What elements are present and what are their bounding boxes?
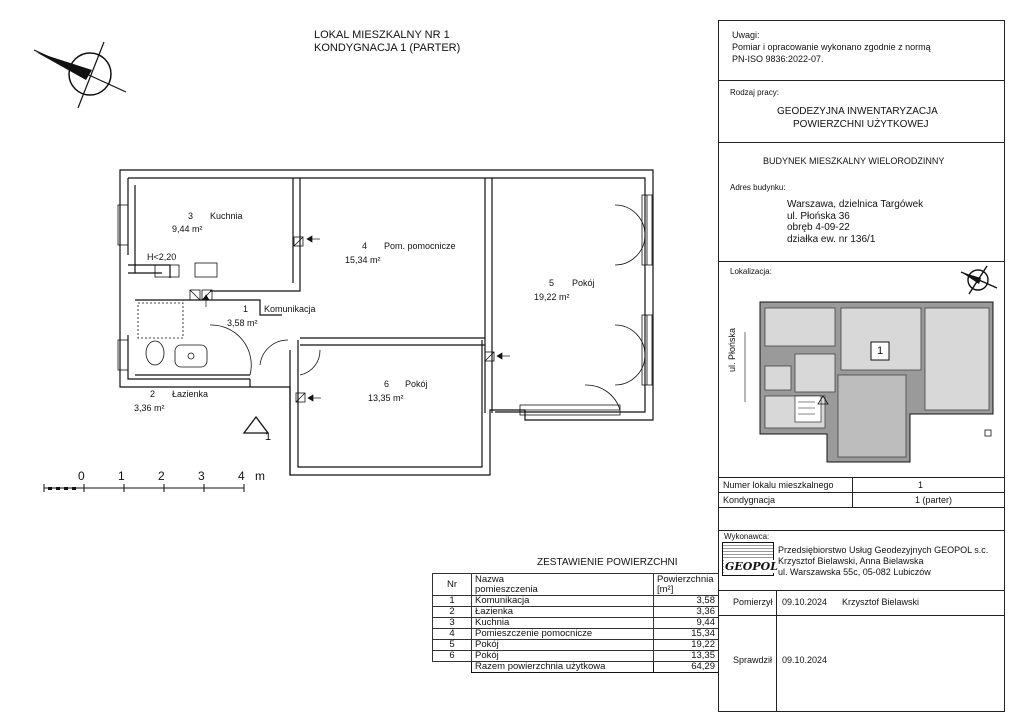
room-5-nr: 5	[549, 278, 555, 288]
room-1-nr: 1	[243, 304, 249, 314]
remarks-label: Uwagi:	[732, 30, 760, 40]
room-6-area: 13,35 m²	[368, 393, 404, 403]
room-2-name: Łazienka	[172, 389, 209, 399]
location-unit-number: 1	[877, 345, 884, 357]
scale-tick-2: 2	[158, 469, 165, 483]
street-label: ul. Płońska	[727, 327, 737, 372]
measured-by: Krzysztof Bielawski	[842, 597, 920, 607]
room-1-name: Komunikacja	[264, 304, 316, 314]
scale-tick-4: 4	[238, 469, 245, 483]
col-nr-header: Nr	[432, 573, 472, 596]
work-type-1: GEODEZYJNA INWENTARYZACJA	[777, 106, 938, 117]
location-plan	[744, 265, 998, 463]
address-label: Adres budynku:	[730, 183, 786, 192]
north-arrow-icon	[33, 41, 127, 109]
address-line-2: ul. Płońska 36	[787, 211, 850, 222]
room-1-area: 3,58 m²	[227, 318, 258, 328]
room-5-area: 19,22 m²	[534, 292, 570, 302]
plan-height-note: H<2,20	[147, 252, 177, 262]
checked-label: Sprawdził	[733, 655, 773, 665]
entrance-label: 1	[265, 431, 272, 443]
contractor-label: Wykonawca:	[724, 532, 770, 541]
scale-tick-0: 0	[78, 469, 85, 483]
scale-tick-3: 3	[198, 469, 205, 483]
checked-date: 09.10.2024	[782, 655, 828, 665]
scale-bar	[43, 484, 245, 492]
summary-title: ZESTAWIENIE POWIERZCHNI	[537, 557, 678, 568]
building-type: BUDYNEK MIESZKALNY WIELORODZINNY	[763, 156, 945, 166]
remarks-line-2: PN-ISO 9836:2022-07.	[732, 54, 824, 64]
room-5-name: Pokój	[572, 278, 595, 288]
titleblock	[718, 20, 1005, 712]
floor-plan	[117, 169, 654, 476]
address-line-1: Warszawa, dzielnica Targówek	[787, 199, 924, 210]
address-line-4: działka ew. nr 136/1	[787, 234, 876, 245]
geopol-logo: GEOPOL	[722, 542, 779, 576]
room-4-area: 15,34 m²	[345, 255, 381, 265]
room-3-nr: 3	[188, 211, 194, 221]
contractor-line-1: Przedsiębiorstwo Usług Geodezyjnych GEOP…	[778, 545, 989, 555]
contractor-line-2: Krzysztof Bielawski, Anna Bielawska	[778, 556, 924, 566]
floor-label: Kondygnacja	[723, 495, 776, 505]
work-type-label: Rodzaj pracy:	[730, 88, 779, 97]
location-label: Lokalizacja:	[730, 267, 772, 276]
unit-number-value: 1	[918, 480, 924, 490]
contractor-line-3: ul. Warszawska 55c, 05-082 Lubiczów	[778, 567, 931, 577]
room-2-area: 3,36 m²	[134, 403, 165, 413]
room-3-area: 9,44 m²	[172, 224, 203, 234]
measured-date: 09.10.2024	[782, 597, 828, 607]
unit-number-label: Numer lokalu mieszkalnego	[723, 480, 834, 490]
address-line-3: obręb 4-09-22	[787, 222, 850, 233]
floor-title: KONDYGNACJA 1 (PARTER)	[314, 42, 461, 54]
sheet-title: LOKAL MIESZKALNY NR 1	[314, 29, 450, 41]
scale-tick-1: 1	[118, 469, 125, 483]
work-type-2: POWIERZCHNI UŻYTKOWEJ	[793, 119, 929, 130]
scale-unit: m	[255, 469, 265, 483]
room-3-name: Kuchnia	[210, 211, 243, 221]
remarks-line-1: Pomiar i opracowanie wykonano zgodnie z …	[732, 42, 931, 52]
room-4-nr: 4	[362, 241, 368, 251]
col-area-header: Powierzchnia[m²]	[653, 573, 719, 596]
room-6-nr: 6	[384, 379, 390, 389]
room-2-nr: 2	[150, 389, 156, 399]
room-6-name: Pokój	[405, 379, 428, 389]
floor-value: 1 (parter)	[915, 495, 953, 505]
room-4-name: Pom. pomocnicze	[384, 241, 456, 251]
measured-label: Pomierzył	[733, 597, 773, 607]
